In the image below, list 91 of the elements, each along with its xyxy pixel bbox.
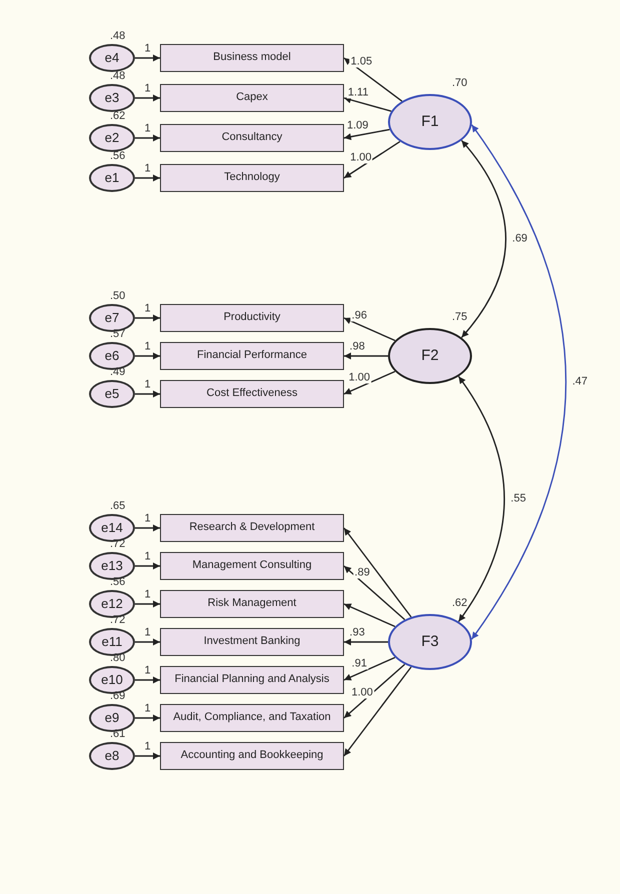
variance-label: .62 [452,598,468,609]
edge-label: 1.00 [350,687,374,698]
path-arrow [135,752,160,760]
edge-label: 1 [143,666,152,676]
path-arrow [135,676,160,684]
path-arrow [344,96,392,112]
path-arrow [135,714,160,722]
edge-label: 1.11 [346,87,370,98]
variance-label: .50 [110,291,126,302]
path-arrow [344,638,388,646]
variance-label: .48 [110,71,126,82]
edge-label: 1.09 [346,120,370,132]
observed-variable-box: Management Consulting [160,552,344,580]
path-arrow [344,603,396,628]
edge-label: 1 [143,590,152,600]
edge-label: 1 [143,44,152,54]
variance-label: .48 [110,31,126,42]
path-arrow [135,54,160,62]
edge-label: 1 [143,342,152,352]
observed-variable-box: Research & Development [160,514,344,542]
observed-variable-box: Accounting and Bookkeeping [160,742,344,770]
path-arrow [135,174,160,182]
edge-label: .55 [510,494,527,504]
path-arrow [343,528,412,618]
error-term-circle: e1 [89,164,135,192]
edge-label: 1 [143,742,152,752]
path-arrow [135,134,160,142]
error-term-circle: e2 [89,124,135,152]
path-arrow [344,128,390,140]
covariance-arrow [458,376,505,622]
edge-label: 1 [143,628,152,638]
path-arrow [135,352,160,360]
variance-label: .65 [110,501,126,512]
variance-label: .62 [110,111,126,122]
observed-variable-box: Consultancy [160,124,344,152]
path-arrow [135,390,160,398]
observed-variable-box: Risk Management [160,590,344,618]
edge-label: .89 [354,568,371,579]
path-arrow [135,562,160,570]
edge-label: 1.00 [349,152,372,164]
edge-label: .93 [348,628,366,638]
latent-factor-ellipse: F2 [388,328,472,384]
observed-variable-box: Business model [160,44,344,72]
edge-label: .96 [350,310,368,322]
edge-label: .91 [350,658,368,670]
error-term-circle: e5 [89,380,135,408]
variance-label: .75 [452,312,468,323]
variance-label: .70 [452,78,468,89]
error-term-circle: e4 [89,44,135,72]
path-arrow [135,314,160,322]
observed-variable-box: Investment Banking [160,628,344,656]
path-arrow [135,94,160,102]
edge-label: .47 [571,376,589,388]
latent-factor-ellipse: F3 [388,614,472,670]
edge-label: 1 [143,704,152,714]
observed-variable-box: Cost Effectiveness [160,380,344,408]
path-arrow [344,352,388,360]
observed-variable-box: Technology [160,164,344,192]
path-arrow [344,317,396,342]
covariance-arrow [461,140,506,338]
edge-label: 1.00 [348,372,371,384]
path-arrow [135,638,160,646]
edge-label: 1 [143,124,152,134]
edge-label: .69 [511,234,528,244]
error-term-circle: e3 [89,84,135,112]
path-arrow [343,666,412,756]
path-arrow [344,57,402,102]
edge-label: 1 [143,84,152,94]
edge-label: 1 [143,164,152,174]
error-term-circle: e8 [89,742,135,770]
edge-label: 1 [143,514,152,524]
path-arrow [344,140,400,179]
path-arrow [344,370,396,395]
edge-label: 1 [143,552,152,562]
edge-label: 1 [143,380,152,390]
observed-variable-box: Capex [160,84,344,112]
observed-variable-box: Financial Performance [160,342,344,370]
edge-label: 1.05 [350,56,374,68]
path-arrow [135,600,160,608]
edge-label: .98 [348,342,366,352]
path-arrow [135,524,160,532]
observed-variable-box: Productivity [160,304,344,332]
latent-factor-ellipse: F1 [388,94,472,150]
path-arrow [344,565,406,620]
observed-variable-box: Financial Planning and Analysis [160,666,344,694]
edge-label: 1 [143,304,152,314]
observed-variable-box: Audit, Compliance, and Taxation [160,704,344,732]
path-arrow [344,656,396,681]
path-arrow [344,664,406,719]
variance-label: .56 [110,151,126,162]
covariance-arrow [471,124,566,640]
